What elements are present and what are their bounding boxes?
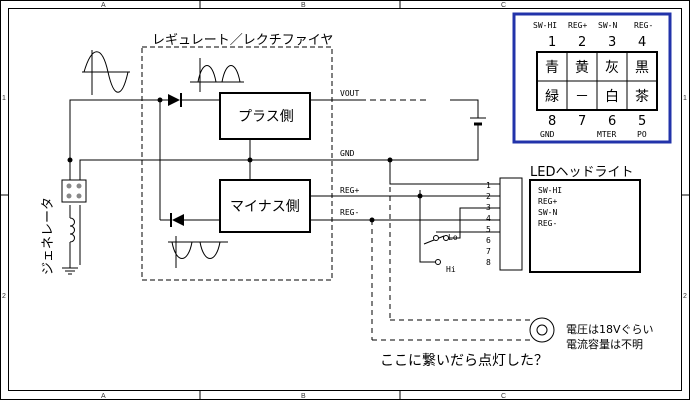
pinmap-color-2: 黄 — [575, 59, 589, 76]
pin-number-4: 4 — [486, 214, 491, 223]
grid-col-b-top: B — [301, 2, 306, 9]
generator-connector — [61, 179, 87, 203]
minus-block-label: マイナス側 — [230, 199, 300, 215]
pin-number-1: 1 — [486, 181, 491, 190]
headlight-pin-reg-plus: REG+ — [538, 197, 557, 206]
pin-number-2: 2 — [486, 192, 491, 201]
pinmap-number-8: 8 — [548, 114, 556, 129]
grid-col-c-bottom: C — [501, 393, 506, 400]
pinmap-number-7: 7 — [578, 114, 586, 129]
pin-number-7: 7 — [486, 247, 491, 256]
pinmap-color-3: 灰 — [605, 60, 619, 76]
grid-row-2-left: 2 — [2, 293, 6, 300]
plus-block-label: プラス側 — [238, 109, 294, 125]
headlight-title: LEDヘッドライト — [530, 165, 633, 180]
headlight-pin-sw-n: SW-N — [538, 208, 557, 217]
grid-row-1-left: 1 — [2, 95, 6, 102]
pinmap-label-mter: MTER — [597, 130, 616, 139]
pinmap-number-1: 1 — [548, 35, 556, 50]
pinmap-color-4: 黒 — [635, 60, 649, 76]
pinmap-top-labels: SW-HI REG+ SW-N REG- — [533, 21, 653, 30]
pinmap-top-numbers: 1 2 3 4 — [548, 35, 646, 50]
pinmap-label-gnd: GND — [540, 130, 555, 139]
pinmap-number-5: 5 — [638, 114, 646, 129]
reg-minus-label: REG- — [340, 208, 359, 217]
minus-block — [219, 179, 311, 233]
vout-label: VOUT — [340, 89, 359, 98]
reg-plus-label: REG+ — [340, 186, 359, 195]
pin-number-column: 1 2 3 4 5 6 7 8 — [486, 181, 491, 267]
pinmap-label-reg-plus: REG+ — [568, 21, 587, 30]
pinmap-number-2: 2 — [578, 35, 586, 50]
headlight-pin-sw-hi: SW-HI — [538, 186, 562, 195]
pinmap-color-5: 茶 — [635, 89, 649, 105]
ac-waveform-icon — [82, 50, 130, 95]
negative-wave-icon — [168, 236, 228, 268]
generator-label: ジェネレータ — [41, 197, 56, 275]
pinmap-number-4: 4 — [638, 35, 646, 50]
question-text: ここに繋いだら点灯した？ — [380, 353, 548, 369]
pinmap-bottom-labels: GND MTER PO — [540, 130, 647, 139]
lo-hi-switch — [433, 235, 449, 265]
wiring — [62, 99, 530, 341]
switch-hi-label: Hi — [446, 265, 456, 274]
junction-dots — [67, 97, 423, 223]
gnd-label: GND — [340, 149, 355, 158]
regulator-title: レギュレート／レクチファイヤ — [152, 33, 333, 48]
pinmap-color-6: 白 — [605, 89, 619, 105]
pinmap-label-po: PO — [637, 130, 647, 139]
grid-col-a-bottom: A — [101, 393, 106, 400]
pinmap-color-8: 緑 — [545, 89, 559, 105]
headlight-pin-reg-minus: REG- — [538, 219, 557, 228]
headlight-pin-connector — [499, 177, 523, 271]
led-headlight-box — [529, 179, 641, 273]
grid-col-c-top: C — [501, 2, 506, 9]
pinmap-label-reg-minus: REG- — [634, 21, 653, 30]
pin-number-5: 5 — [486, 225, 491, 234]
bulb-note-voltage: 電圧は18Vぐらい — [566, 323, 654, 336]
pinmap-grid — [536, 51, 658, 111]
pin-number-8: 8 — [486, 258, 491, 267]
pinmap-label-sw-hi: SW-HI — [533, 21, 557, 30]
pin-number-6: 6 — [486, 236, 491, 245]
grid-col-b-bottom: B — [301, 393, 306, 400]
diode-minus-icon — [170, 213, 184, 227]
grid-row-1-right: 1 — [683, 95, 687, 102]
pinmap-number-3: 3 — [608, 35, 616, 50]
plus-block — [219, 92, 311, 140]
pinmap-color-1: 青 — [545, 60, 559, 76]
positive-wave-icon — [190, 58, 244, 92]
grid-col-a-top: A — [101, 2, 106, 9]
bulb-note-current: 電流容量は不明 — [566, 337, 643, 351]
regulator-boundary — [141, 46, 333, 281]
pinmap-number-6: 6 — [608, 114, 616, 129]
battery-icon — [470, 117, 486, 135]
diode-plus-icon — [168, 93, 182, 107]
switch-lo-label: Lo — [448, 233, 458, 242]
pin-number-3: 3 — [486, 203, 491, 212]
bulb-icon — [529, 317, 555, 343]
grid-row-2-right: 2 — [683, 293, 687, 300]
pinmap-bottom-numbers: 8 7 6 5 — [548, 114, 646, 129]
pinmap-label-sw-n: SW-N — [598, 21, 617, 30]
inner-frame — [8, 8, 682, 391]
pinmap-colors: 青 黄 灰 黒 緑 － 白 茶 — [545, 59, 649, 105]
pinmap-color-7: － — [575, 89, 589, 105]
